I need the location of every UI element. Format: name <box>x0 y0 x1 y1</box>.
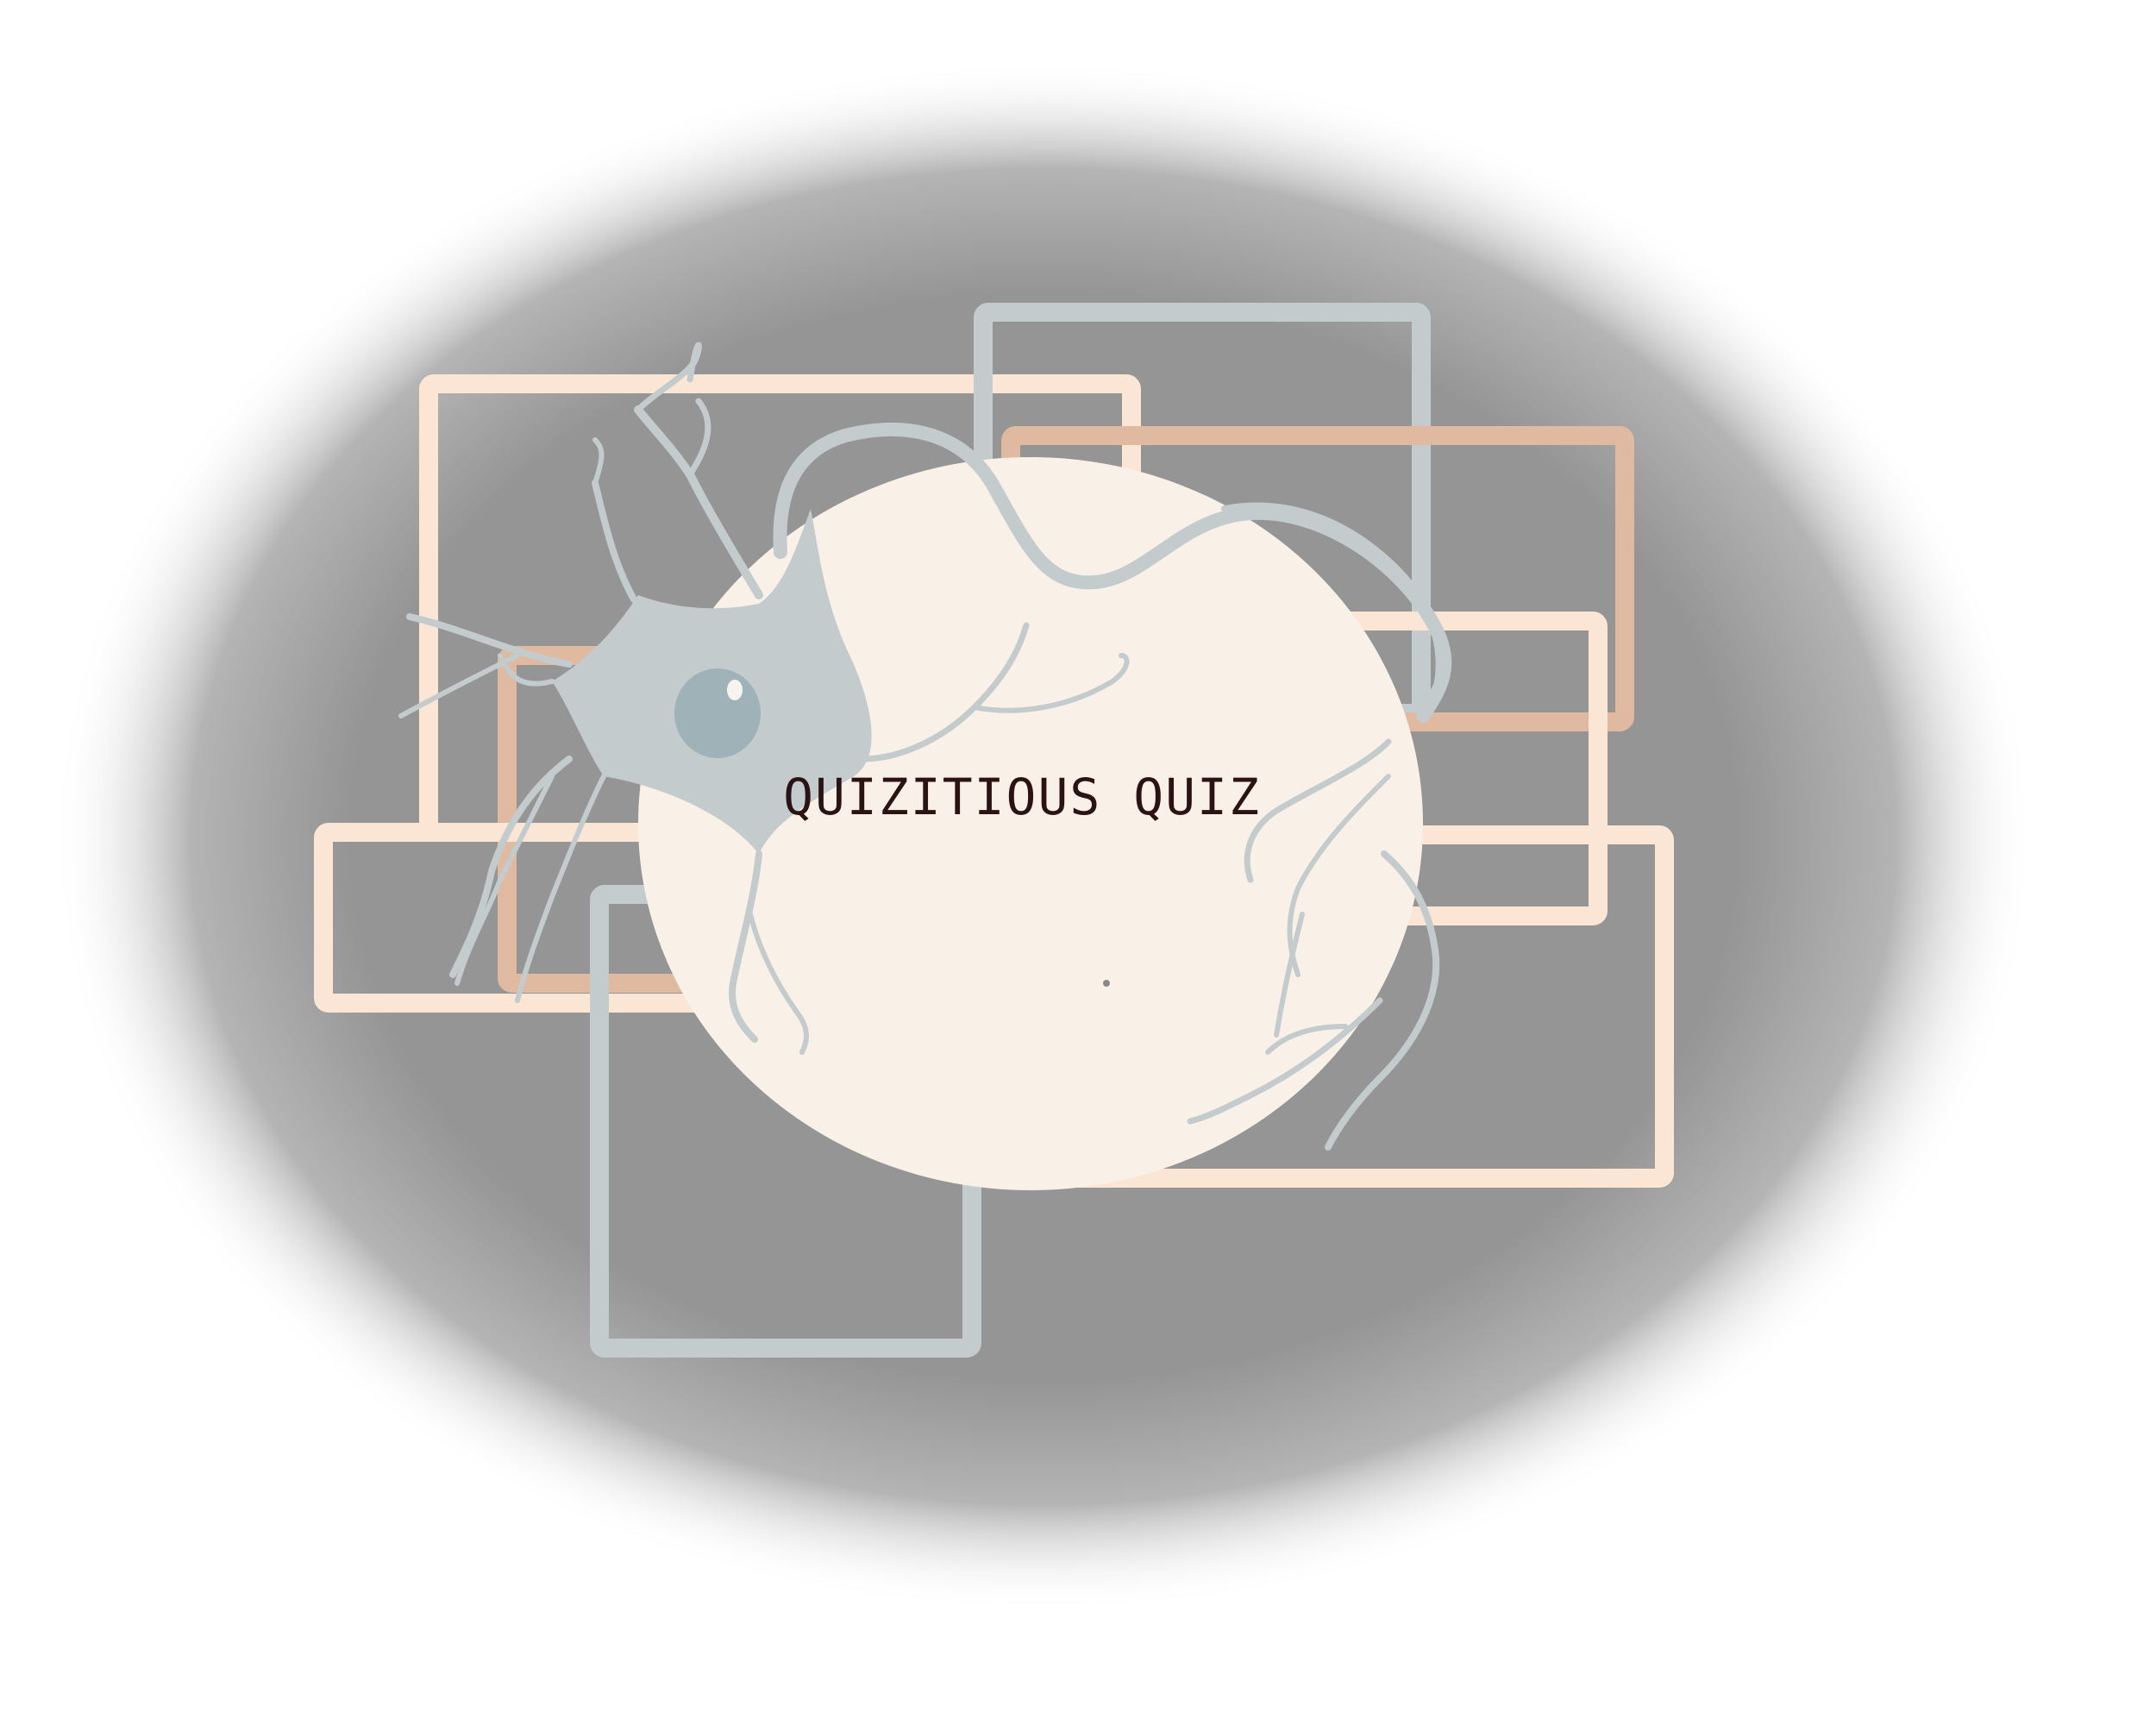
nucleus-icon <box>674 668 761 758</box>
quiz-title: QUIZITIOUS QUIZ <box>783 768 1261 826</box>
neuron-icon <box>398 342 1452 1151</box>
